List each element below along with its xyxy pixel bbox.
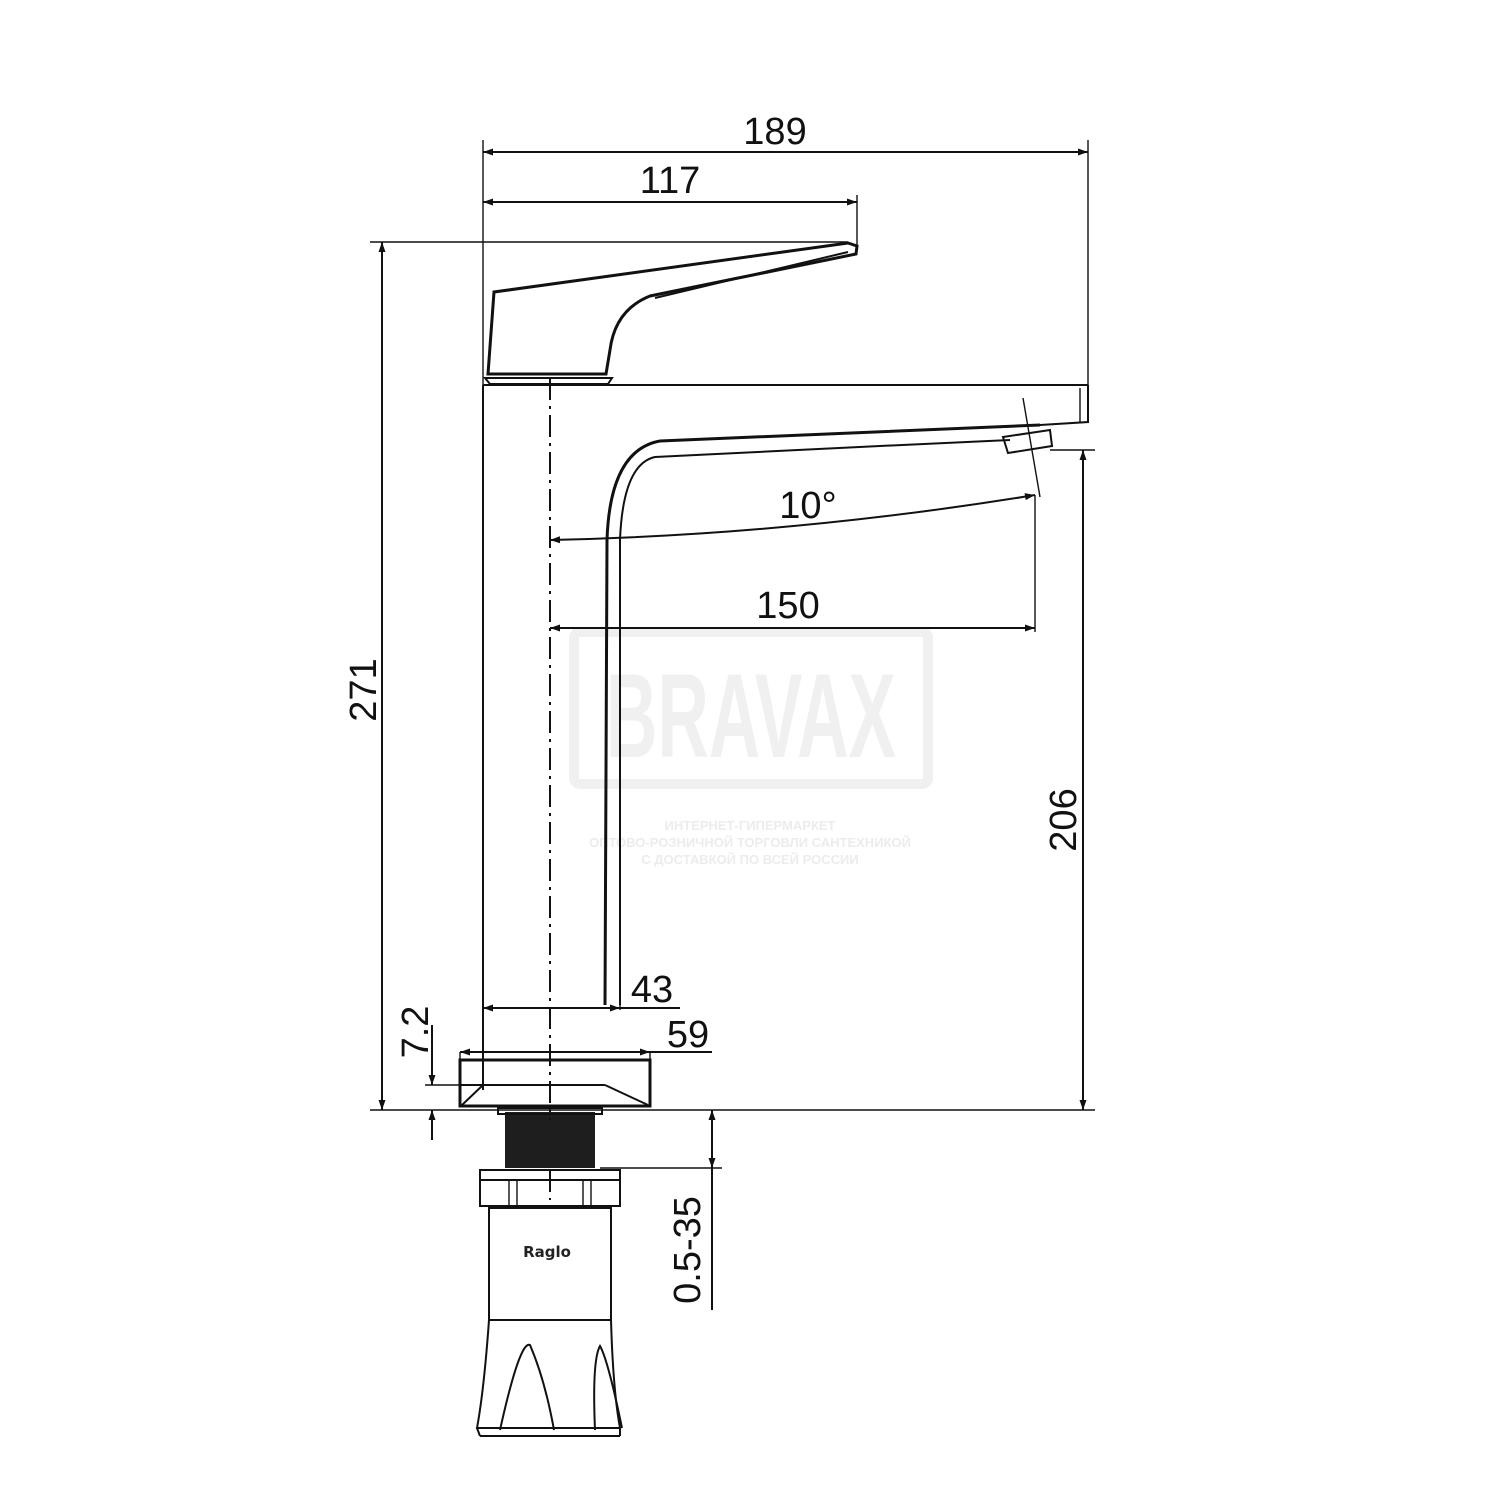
watermark: BRAVAX ИНТЕРНЕТ-ГИПЕРМАРКЕТ ОПТОВО-РОЗНИ… — [569, 627, 933, 867]
dim-spout-height: 206 — [1043, 788, 1085, 851]
dim-handle-length: 117 — [640, 160, 701, 202]
dimensions: 189 117 271 10° 150 206 43 59 7.2 0.5-35 — [343, 111, 1088, 1310]
watermark-line: ОПТОВО-РОЗНИЧНОЙ ТОРГОВЛИ САНТЕХНИКОЙ — [589, 835, 911, 850]
watermark-line: С ДОСТАВКОЙ ПО ВСЕЙ РОССИИ — [641, 852, 858, 867]
dim-base-diameter: 59 — [667, 1014, 709, 1056]
watermark-logo: BRAVAX — [606, 649, 896, 783]
dim-base-height: 7.2 — [395, 1006, 437, 1059]
aerator — [1001, 428, 1054, 455]
mounting-thread — [505, 1112, 595, 1168]
dim-spout-angle: 10° — [779, 485, 836, 527]
part-label: Raglo — [523, 1243, 571, 1261]
dim-spout-reach: 150 — [756, 585, 819, 627]
dim-countertop-thickness: 0.5-35 — [667, 1196, 709, 1304]
dim-body-diameter: 43 — [631, 969, 673, 1011]
extension-lines — [370, 140, 1095, 1169]
sleeve — [488, 1207, 612, 1321]
watermark-line: ИНТЕРНЕТ-ГИПЕРМАРКЕТ — [664, 818, 835, 833]
dim-overall-length: 189 — [743, 111, 806, 153]
dim-overall-height: 271 — [343, 658, 385, 721]
base-flange — [458, 1058, 652, 1108]
